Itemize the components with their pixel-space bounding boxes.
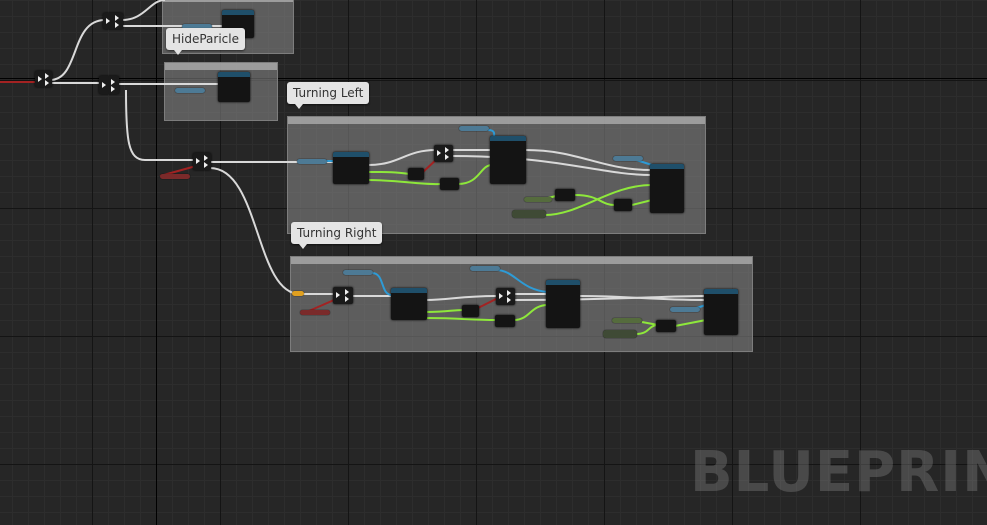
- bool-variable-getter[interactable]: [300, 310, 330, 315]
- object-variable-getter[interactable]: [297, 159, 327, 164]
- blueprint-watermark: BLUEPRINT: [690, 440, 987, 505]
- object-variable-getter[interactable]: [343, 270, 373, 275]
- bool-wire: [574, 194, 616, 206]
- bool-variable-getter[interactable]: [524, 197, 552, 202]
- bool-wire: [513, 304, 549, 321]
- bool-variable-getter[interactable]: [603, 330, 637, 338]
- branch-node[interactable]: [35, 71, 52, 87]
- comment-bubble-turning-left[interactable]: Turning Left: [287, 82, 370, 109]
- logic-node[interactable]: [408, 168, 424, 180]
- bool-variable-getter[interactable]: [512, 210, 546, 218]
- bool-wire: [631, 199, 653, 206]
- comment-bubble-hide-particle[interactable]: HideParicle: [166, 28, 245, 55]
- branch-node[interactable]: [333, 287, 353, 304]
- logic-node[interactable]: [656, 320, 676, 332]
- bool-variable-getter[interactable]: [612, 318, 642, 323]
- object-wire: [495, 269, 549, 293]
- red-wire: [477, 297, 499, 309]
- object-variable-getter[interactable]: [670, 307, 700, 312]
- bool-wire: [674, 319, 707, 327]
- function-node[interactable]: [333, 152, 369, 184]
- logic-node[interactable]: [614, 199, 632, 211]
- logic-node[interactable]: [555, 189, 575, 201]
- exec-wire: [125, 89, 195, 161]
- exec-wire: [524, 149, 653, 171]
- function-node[interactable]: [218, 72, 250, 102]
- function-node[interactable]: [704, 289, 738, 335]
- reroute-node[interactable]: [292, 291, 304, 296]
- object-variable-getter[interactable]: [175, 88, 205, 93]
- bool-wire: [641, 321, 659, 326]
- object-variable-getter[interactable]: [470, 266, 500, 271]
- object-variable-getter[interactable]: [613, 156, 643, 161]
- bool-wire: [425, 309, 465, 313]
- function-node[interactable]: [546, 280, 580, 328]
- branch-node[interactable]: [99, 76, 119, 94]
- logic-node[interactable]: [440, 178, 459, 190]
- bool-wire: [635, 324, 659, 335]
- bool-wire: [544, 184, 653, 216]
- exec-wire: [451, 155, 653, 176]
- function-node[interactable]: [391, 288, 427, 320]
- exec-wire: [209, 167, 301, 295]
- exec-wire: [425, 295, 497, 301]
- origin-axis-vertical: [156, 0, 157, 525]
- branch-node[interactable]: [496, 288, 515, 305]
- object-variable-getter[interactable]: [182, 24, 212, 29]
- logic-node[interactable]: [462, 305, 479, 317]
- origin-axis-horizontal: [0, 78, 987, 79]
- bool-variable-getter[interactable]: [160, 174, 190, 179]
- exec-wire: [367, 149, 437, 166]
- object-variable-getter[interactable]: [459, 126, 489, 131]
- logic-node[interactable]: [495, 315, 515, 327]
- branch-node[interactable]: [193, 153, 211, 170]
- bool-wire: [367, 179, 441, 186]
- function-node[interactable]: [490, 136, 526, 184]
- bool-wire: [425, 317, 497, 321]
- comment-bubble-turning-right[interactable]: Turning Right: [291, 222, 383, 249]
- exec-wire: [49, 19, 106, 81]
- bool-wire: [367, 171, 411, 175]
- function-node[interactable]: [650, 164, 684, 213]
- branch-node[interactable]: [103, 13, 123, 29]
- bool-wire: [457, 164, 493, 185]
- exec-wire: [121, 0, 166, 21]
- branch-node[interactable]: [434, 145, 453, 162]
- object-wire: [371, 272, 393, 296]
